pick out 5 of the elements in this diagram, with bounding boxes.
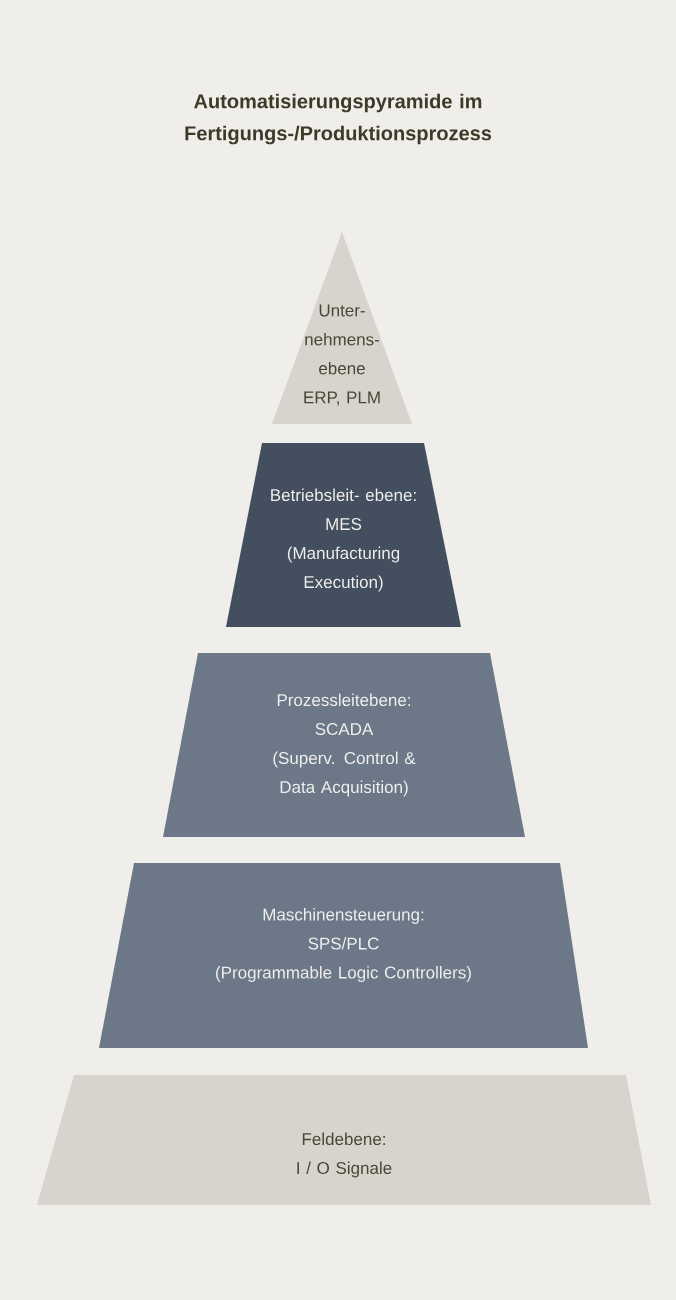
title: Automatisierungspyramide im Fertigungs-/Produktionsprozess xyxy=(185,93,492,145)
pyramid-level: Unter- nehmens- ebene ERP, PLM xyxy=(272,232,412,424)
pyramid-level: Betriebsleit- ebene: MES (Manufacturing Execution) xyxy=(226,443,461,627)
pyramid-level: Feldebene: I / O Signale xyxy=(37,1075,651,1205)
pyramid-level: Maschinensteuerung: SPS/PLC (Programmable Logic Controllers) xyxy=(99,863,588,1048)
